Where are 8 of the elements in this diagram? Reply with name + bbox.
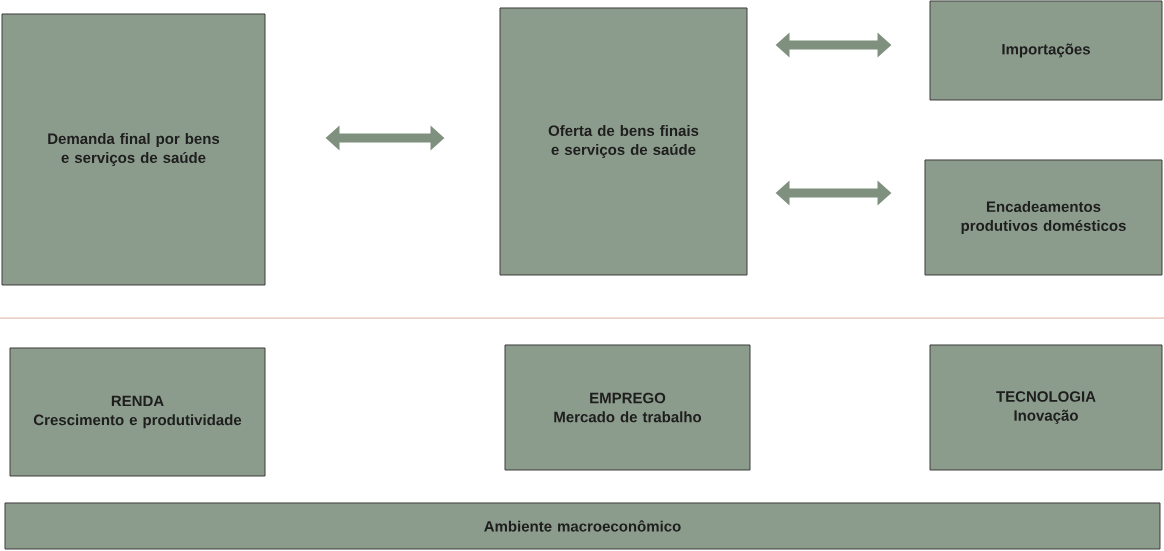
- process-box: Demanda final por bens e serviços de saúde: [1, 13, 266, 286]
- process-box: EMPREGO Mercado de trabalho: [504, 344, 751, 471]
- process-box: Encadeamentos produtivos domésticos: [924, 159, 1163, 276]
- environment-band: Ambiente macroeconômico: [4, 502, 1161, 550]
- process-box: TECNOLOGIA Inovação: [929, 344, 1163, 471]
- process-box: RENDA Crescimento e produtividade: [9, 347, 266, 477]
- process-box: Oferta de bens finais e serviços de saúde: [499, 7, 748, 276]
- process-box: Importações: [929, 0, 1163, 101]
